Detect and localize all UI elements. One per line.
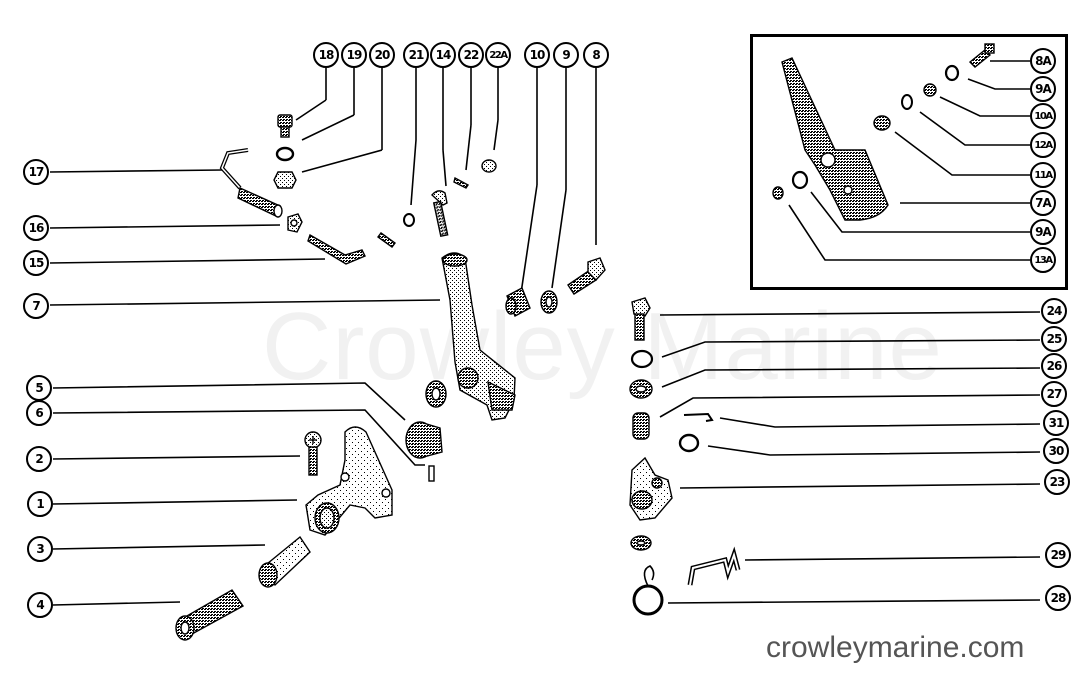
- callout-12a[interactable]: 12A: [1030, 132, 1056, 158]
- callout-9[interactable]: 9: [553, 42, 579, 68]
- callout-19[interactable]: 19: [341, 42, 367, 68]
- callout-26[interactable]: 26: [1041, 353, 1067, 379]
- callout-14[interactable]: 14: [430, 42, 456, 68]
- callout-6[interactable]: 6: [26, 400, 52, 426]
- callout-15[interactable]: 15: [23, 250, 49, 276]
- callout-7[interactable]: 7: [23, 293, 49, 319]
- callout-18[interactable]: 18: [313, 42, 339, 68]
- callout-21[interactable]: 21: [403, 42, 429, 68]
- callout-23[interactable]: 23: [1044, 469, 1070, 495]
- callout-9a-top[interactable]: 9A: [1030, 76, 1056, 102]
- callout-22[interactable]: 22: [458, 42, 484, 68]
- callout-1[interactable]: 1: [27, 491, 53, 517]
- callout-7a[interactable]: 7A: [1030, 190, 1056, 216]
- callout-10[interactable]: 10: [524, 42, 550, 68]
- callout-13a[interactable]: 13A: [1030, 247, 1056, 273]
- callout-5[interactable]: 5: [26, 375, 52, 401]
- callout-3[interactable]: 3: [27, 536, 53, 562]
- callout-28[interactable]: 28: [1045, 585, 1071, 611]
- callout-22a[interactable]: 22A: [485, 42, 511, 68]
- callout-16[interactable]: 16: [23, 215, 49, 241]
- callout-20[interactable]: 20: [369, 42, 395, 68]
- callout-30[interactable]: 30: [1043, 438, 1069, 464]
- callout-2[interactable]: 2: [26, 446, 52, 472]
- callout-17[interactable]: 17: [23, 159, 49, 185]
- callout-10a[interactable]: 10A: [1030, 103, 1056, 129]
- callout-29[interactable]: 29: [1045, 542, 1071, 568]
- callout-11a[interactable]: 11A: [1030, 162, 1056, 188]
- callout-8[interactable]: 8: [583, 42, 609, 68]
- site-url-link[interactable]: crowleymarine.com: [766, 631, 1025, 664]
- callout-31[interactable]: 31: [1043, 410, 1069, 436]
- callout-9a-bottom[interactable]: 9A: [1030, 219, 1056, 245]
- callout-25[interactable]: 25: [1041, 326, 1067, 352]
- callout-4[interactable]: 4: [27, 592, 53, 618]
- watermark-text: Crowley Marine: [262, 293, 943, 400]
- inset-detail-box: [750, 34, 1068, 290]
- callout-8a[interactable]: 8A: [1030, 48, 1056, 74]
- callout-24[interactable]: 24: [1041, 298, 1067, 324]
- callout-27[interactable]: 27: [1041, 381, 1067, 407]
